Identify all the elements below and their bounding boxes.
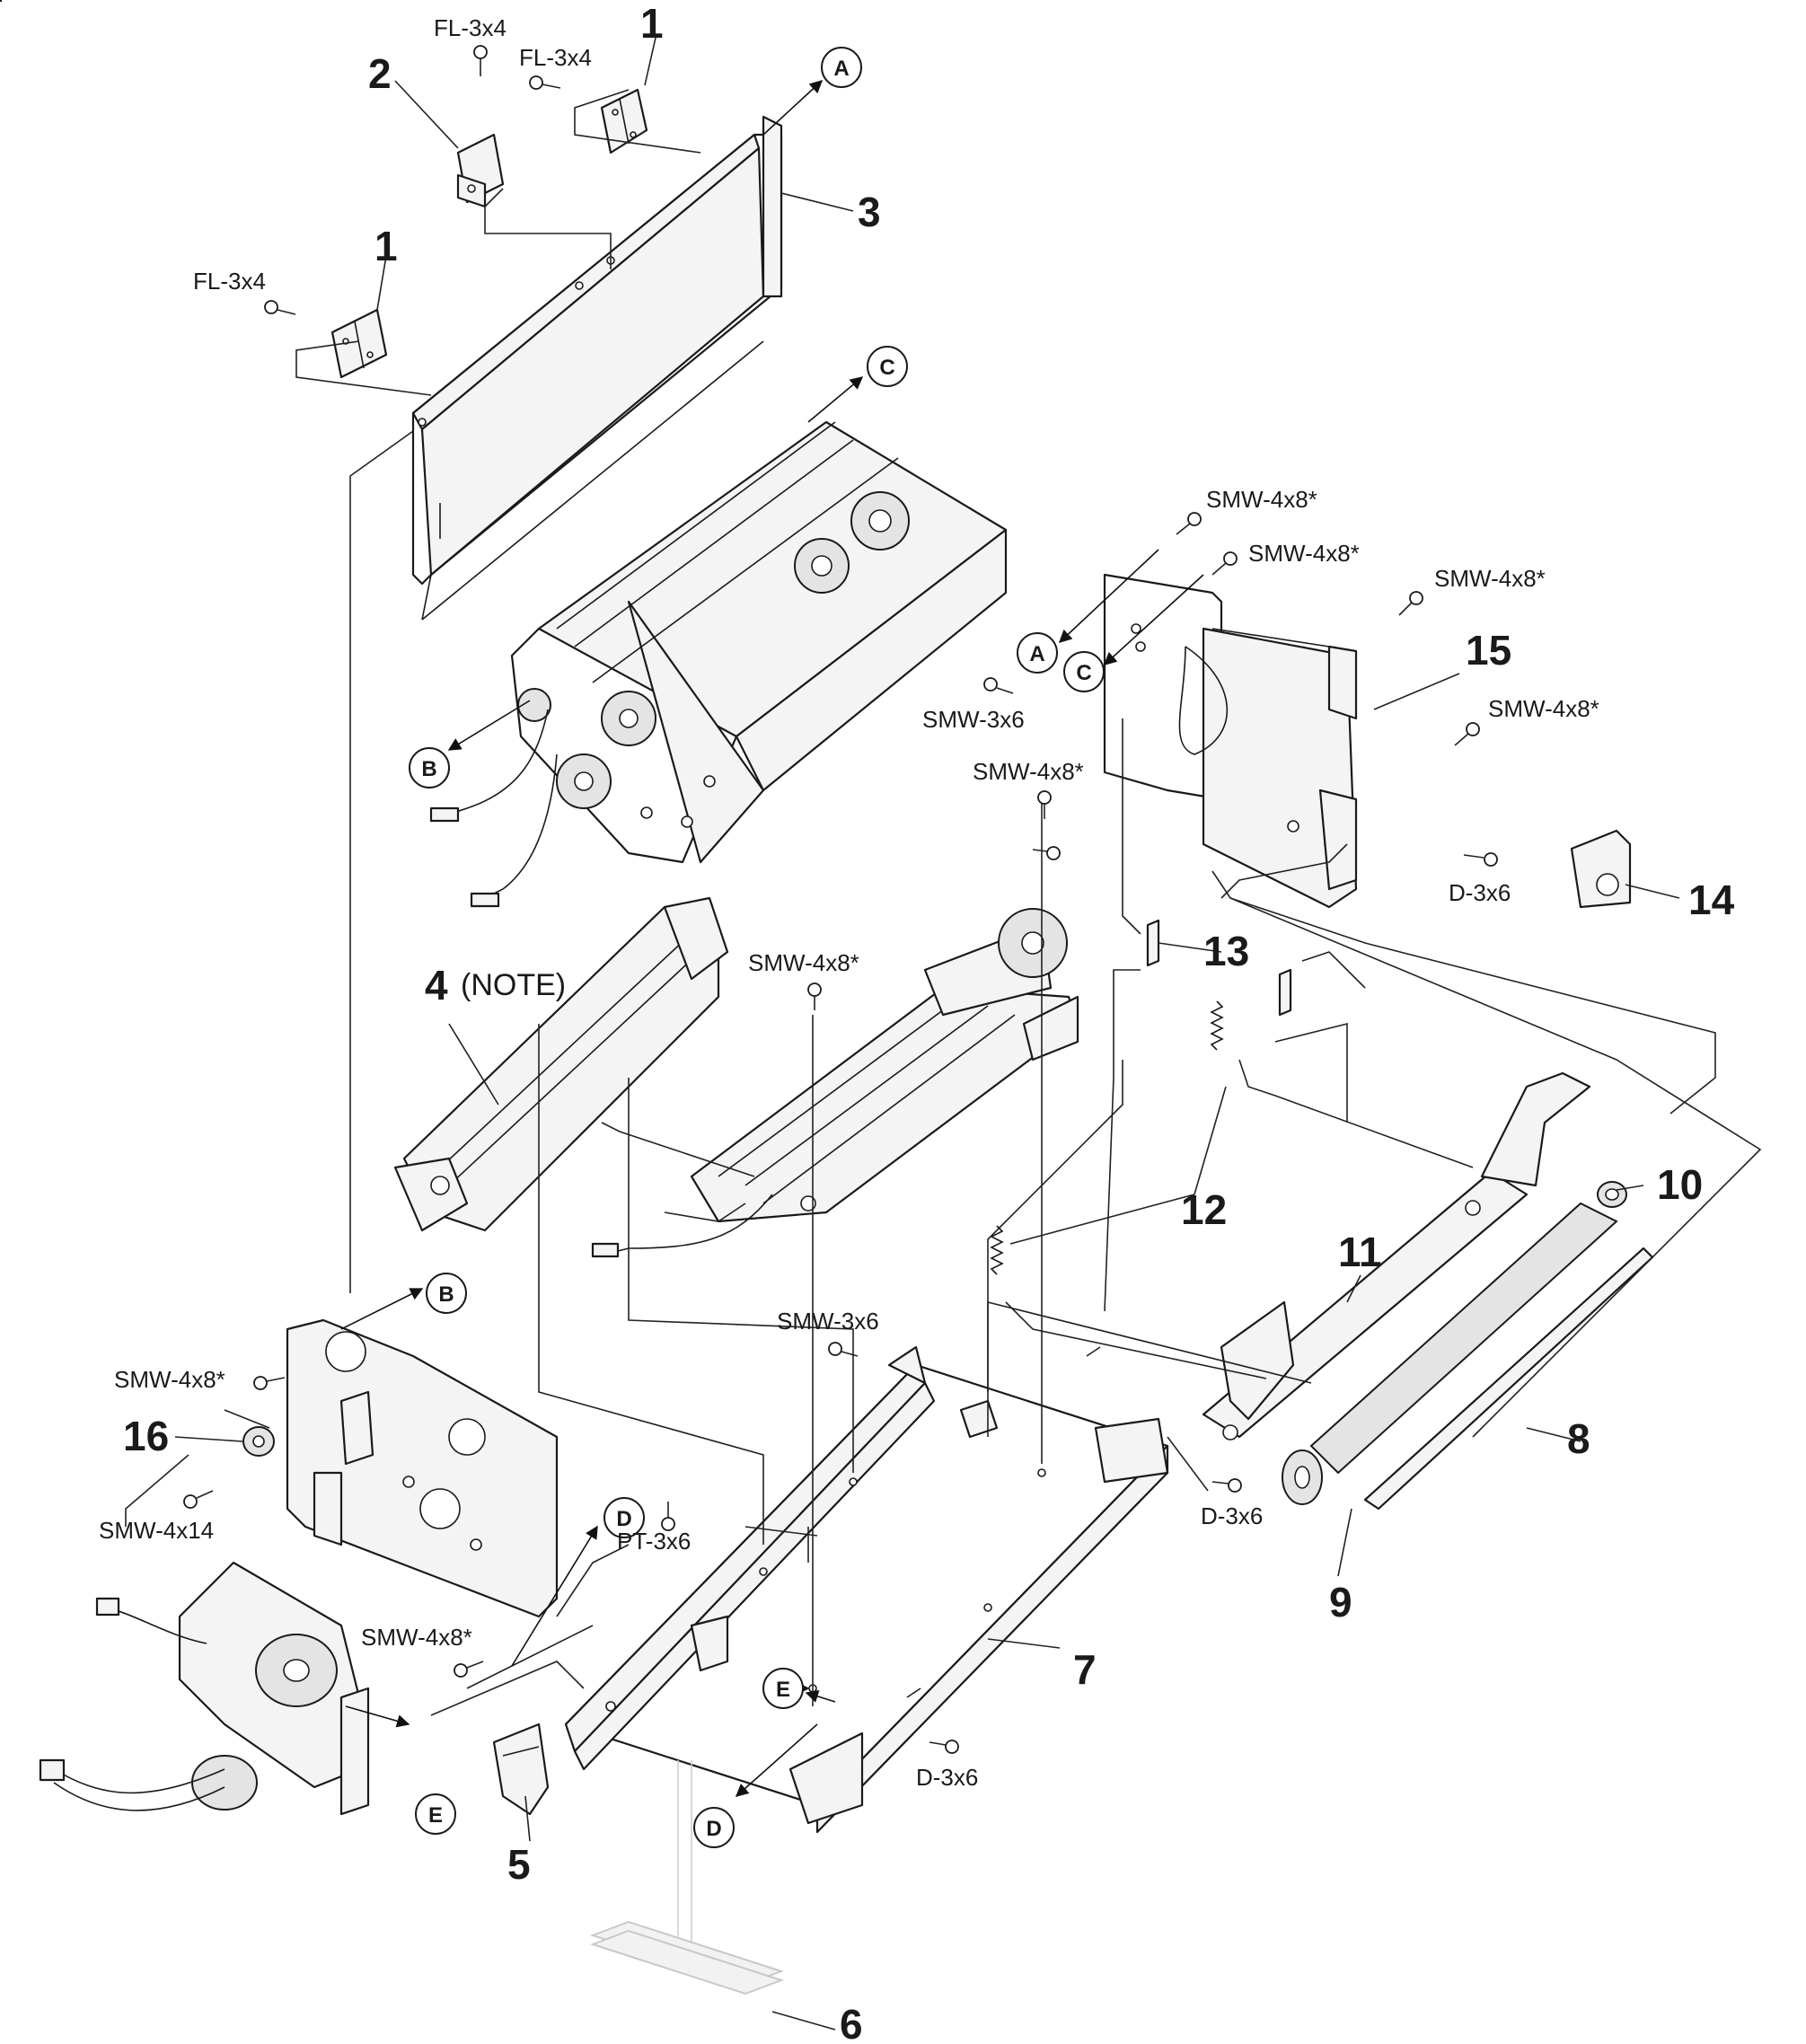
screw-label-smw-4x8-c: SMW-4x8* <box>1434 565 1546 592</box>
ref-circle-d-bottom: D <box>693 1807 735 1848</box>
screw-label-d-3x6-c: D-3x6 <box>916 1764 978 1791</box>
screw-label-smw-4x8-d: SMW-4x8* <box>1488 695 1599 722</box>
part-9-roller <box>1282 1202 1618 1505</box>
reference-arrows <box>340 80 1204 1797</box>
part-4-lamp-holder <box>393 896 729 1232</box>
part-11-pressure-arm <box>1202 1071 1591 1440</box>
screw-label-smw-4x8-a: SMW-4x8* <box>1206 486 1317 513</box>
callout-7: 7 <box>1073 1646 1097 1693</box>
callout-14: 14 <box>1688 877 1735 923</box>
screw-label-smw-3x6-b: SMW-3x6 <box>777 1308 879 1335</box>
callout-16: 16 <box>123 1413 169 1459</box>
svg-text:A: A <box>833 57 849 81</box>
part-10-bushing <box>1597 1181 1627 1208</box>
svg-text:B: B <box>438 1282 454 1307</box>
svg-text:E: E <box>428 1803 443 1828</box>
ref-circle-a-right: A <box>1017 632 1058 674</box>
callout-5: 5 <box>507 1841 531 1888</box>
transfer-roller-unit <box>591 908 1079 1258</box>
callout-15: 15 <box>1466 627 1511 674</box>
motor-assembly <box>39 1561 370 1816</box>
screw-label-smw-4x8-h: SMW-4x8* <box>361 1624 472 1651</box>
ref-circle-a-top: A <box>821 47 862 88</box>
screw-label-smw-4x8-e: SMW-4x8* <box>973 758 1084 785</box>
ref-circle-b-lower: B <box>426 1273 467 1314</box>
part-14-bracket <box>1570 829 1632 909</box>
ref-circle-c-top: C <box>867 346 908 387</box>
callout-3: 3 <box>858 189 881 235</box>
fuser-unit-assembly <box>0 0 1008 908</box>
screw-label-smw-4x8-g: SMW-4x8* <box>114 1366 225 1393</box>
screw-label-smw-4x14: SMW-4x14 <box>99 1517 214 1544</box>
callout-9: 9 <box>1329 1579 1352 1626</box>
svg-text:A: A <box>1029 642 1044 666</box>
screw-label-fl-3x4-a: FL-3x4 <box>434 14 507 41</box>
part-12-springs <box>990 1000 1224 1275</box>
callout-2: 2 <box>368 50 392 97</box>
screw-label-fl-3x4-b: FL-3x4 <box>519 44 592 71</box>
callout-10: 10 <box>1657 1161 1703 1208</box>
ref-circle-d-mid: D <box>603 1497 645 1538</box>
callout-8: 8 <box>1567 1415 1590 1462</box>
callout-4: 4 <box>425 962 448 1009</box>
part-15-side-plate <box>1103 573 1358 909</box>
part-1-hinge-lower <box>330 308 388 379</box>
callout-6: 6 <box>840 2001 863 2044</box>
callout-12: 12 <box>1181 1186 1227 1233</box>
screw-label-fl-3x4-c: FL-3x4 <box>193 268 266 295</box>
ref-circle-b-left: B <box>409 747 450 789</box>
callout-13: 13 <box>1203 928 1249 974</box>
part-5-cap <box>492 1722 550 1816</box>
screw-label-pt-3x6: PT-3x6 <box>617 1528 691 1555</box>
svg-text:C: C <box>1076 661 1091 685</box>
callout-leaders <box>174 37 1680 2031</box>
screw-label-smw-4x8-b: SMW-4x8* <box>1248 540 1360 567</box>
part-13-tabs <box>1146 919 1292 1017</box>
screw-label-smw-4x8-f: SMW-4x8* <box>748 949 859 976</box>
ref-circle-e-left: E <box>415 1793 456 1835</box>
screw-icons <box>183 45 1498 1754</box>
part-3-top-bracket <box>411 115 783 621</box>
callout-1-top: 1 <box>640 0 664 47</box>
part-16-gear <box>242 1426 275 1457</box>
assembly-lines <box>125 89 1762 1716</box>
svg-text:B: B <box>421 757 436 781</box>
callout-1-left: 1 <box>374 223 398 269</box>
ref-circle-e-mid: E <box>762 1668 804 1709</box>
part-7-base-frame <box>564 1345 1169 1834</box>
screw-label-d-3x6-b: D-3x6 <box>1201 1502 1263 1529</box>
svg-text:D: D <box>616 1507 631 1531</box>
callout-11: 11 <box>1338 1229 1382 1275</box>
left-side-frame <box>286 1318 559 1618</box>
screw-label-smw-3x6-a: SMW-3x6 <box>922 706 1025 733</box>
svg-text:E: E <box>776 1678 790 1702</box>
ref-circle-c-right: C <box>1063 651 1105 692</box>
svg-text:D: D <box>706 1817 721 1841</box>
part-6-pad <box>589 1760 785 1996</box>
screw-label-d-3x6-a: D-3x6 <box>1449 879 1511 906</box>
part-1-hinge-upper <box>600 88 648 154</box>
svg-text:C: C <box>879 356 894 380</box>
callout-4-note: (NOTE) <box>461 968 566 1002</box>
